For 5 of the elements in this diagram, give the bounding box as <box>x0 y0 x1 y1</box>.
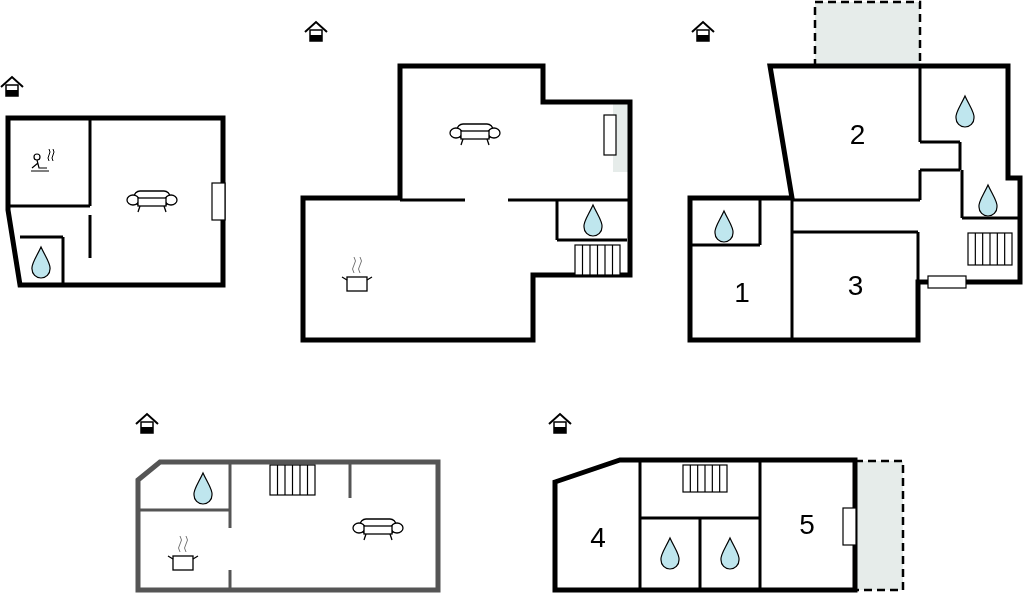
room-number: 2 <box>800 75 915 195</box>
room-number: 1 <box>695 250 789 336</box>
room-number: 3 <box>796 236 915 336</box>
room-number: 5 <box>764 465 850 585</box>
room-number: 4 <box>560 490 636 586</box>
